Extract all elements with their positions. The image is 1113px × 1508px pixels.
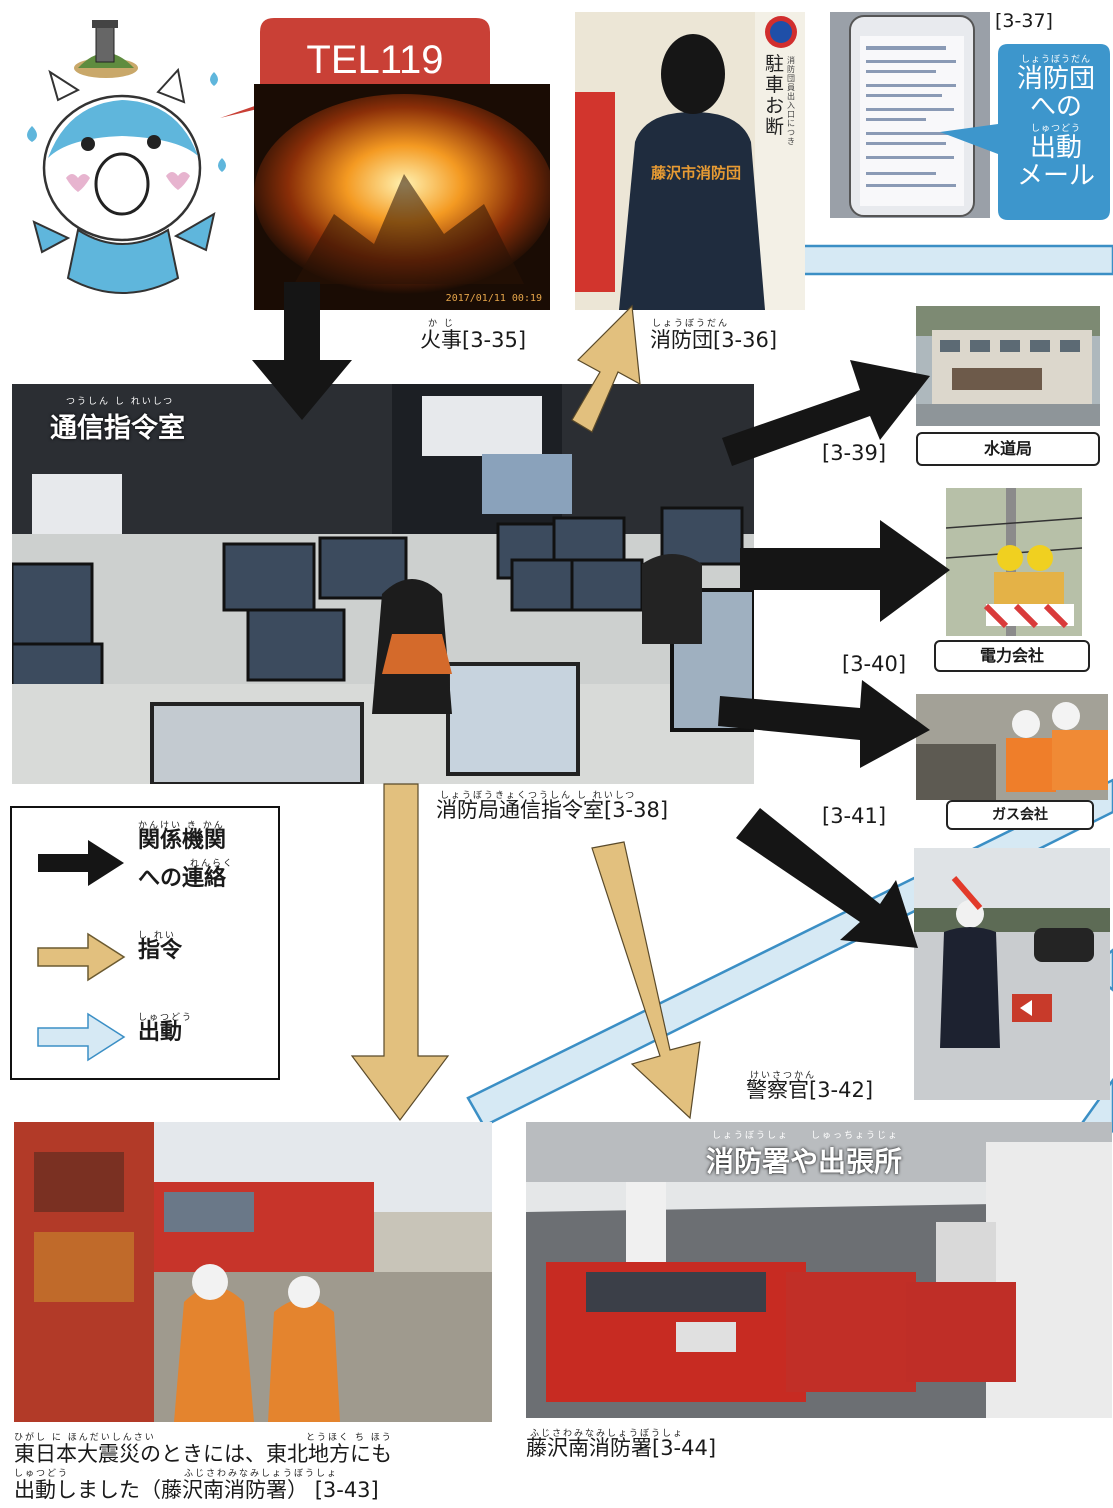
- fire-brigade-caption: 消防団[3-36]: [650, 330, 777, 351]
- fire-caption-ref: [3-35]: [462, 328, 527, 352]
- legend-dispatch-label: 出動: [138, 1020, 183, 1045]
- mail-bubble-line2: への: [1029, 92, 1082, 122]
- command-room-overlay: 通信指令室: [50, 413, 185, 444]
- fire-caption-ruby: か じ: [428, 319, 455, 329]
- gas-company-photo: [916, 694, 1108, 800]
- earthquake-caption-line2: 出動しました（藤沢南消防署） [3-43]: [14, 1478, 484, 1502]
- command-room-caption-ruby: しょうぼうきょくつうしん し れいしつ: [440, 791, 637, 801]
- legend-contact-ruby2: れんらく: [190, 859, 235, 869]
- fire-brigade-jacket-text: 藤沢市消防団: [650, 164, 741, 182]
- legend-contact-line2: への連絡: [138, 866, 227, 891]
- fire-brigade-caption-ruby: しょうぼうだん: [652, 319, 730, 329]
- earthquake-caption-ref: [3-43]: [314, 1478, 379, 1502]
- earthquake-caption-line2-ruby-b: ふじさわみなみしょうぼうしょ: [184, 1469, 339, 1479]
- mail-bubble-ruby: しょうぼうだん: [1020, 55, 1091, 65]
- gas-company-label: ガス会社: [946, 800, 1094, 830]
- arrow-command-to-station: [591, 841, 701, 1120]
- power-company-photo: [946, 488, 1082, 636]
- phone-ref: [3-37]: [995, 10, 1053, 32]
- police-caption-ruby: けいさつかん: [750, 1071, 817, 1081]
- legend: かんけい き かん 関係機関 れんらく への連絡 し れい 指令 しゅつどう 出…: [10, 806, 280, 1080]
- arrow-contact-police: [736, 808, 918, 948]
- station-caption: 藤沢南消防署[3-44]: [526, 1438, 716, 1459]
- legend-contact-arrow: [38, 840, 124, 886]
- water-bureau-photo: [916, 306, 1100, 426]
- arrow-command-to-brigade: [571, 304, 641, 433]
- police-photo: [914, 848, 1110, 1100]
- arrow-command-to-earthquake: [350, 783, 450, 1121]
- fire-photo: 2017/01/11 00:19: [254, 84, 550, 310]
- power-company-ref: [3-40]: [842, 652, 907, 676]
- mail-bubble-line3: 出動: [1029, 133, 1082, 163]
- station-overlay-ruby: しょうぼうしょ しゅっちょうじょ: [712, 1131, 900, 1141]
- station-caption-ref: [3-44]: [652, 1436, 717, 1460]
- police-caption-ref: [3-42]: [809, 1078, 874, 1102]
- arrow-call-to-command: [252, 282, 352, 420]
- arrow-contact-water: [722, 360, 930, 466]
- arrow-contact-gas: [718, 680, 930, 768]
- legend-contact-line1: 関係機関: [138, 828, 227, 853]
- earthquake-caption-line2-ruby-a: しゅつどう: [14, 1469, 70, 1479]
- water-bureau-ref: [3-39]: [822, 441, 887, 465]
- police-caption-text: 警察官: [746, 1078, 809, 1102]
- legend-command-arrow: [37, 932, 126, 982]
- fire-caption-text: 火事: [420, 328, 462, 352]
- fire-photo-timestamp: 2017/01/11 00:19: [445, 293, 542, 304]
- fire-brigade-caption-ref: [3-36]: [713, 328, 778, 352]
- earthquake-caption-line1-ruby-a: ひがし に ほんだいしんさい: [14, 1433, 156, 1443]
- command-room-caption-ref: [3-38]: [604, 798, 669, 822]
- earthquake-caption-line1-ruby-b: とうほく ち ほう: [306, 1433, 393, 1443]
- earthquake-caption: ひがし に ほんだいしんさい とうほく ち ほう 東日本大震災のときには、東北地…: [14, 1430, 484, 1502]
- gas-company-ref: [3-41]: [822, 804, 887, 828]
- earthquake-caption-line2-text: 出動しました（藤沢南消防署）: [14, 1478, 308, 1502]
- fire-brigade-photo: 藤沢市消防団 駐車お断 消防団員出入口につき: [575, 12, 805, 310]
- speech-bubble-text: TEL119: [306, 38, 444, 82]
- earthquake-caption-line1: 東日本大震災のときには、東北地方にも: [14, 1442, 392, 1466]
- legend-dispatch-arrow: [37, 1012, 126, 1062]
- mascot-illustration: [8, 8, 248, 308]
- station-caption-ruby: ふじさわみなみしょうぼうしょ: [530, 1429, 685, 1439]
- phone-photo: [830, 12, 990, 218]
- sign-subtext: 消防団員出入口につき: [787, 56, 795, 146]
- command-room-photo: つうしん し れいしつ 通信指令室: [12, 384, 754, 784]
- station-overlay: 消防署や出張所: [706, 1145, 903, 1178]
- sign-text: 駐車お断: [765, 53, 785, 138]
- earthquake-dispatch-photo: [14, 1122, 492, 1422]
- command-room-caption-text: 消防局通信指令室: [436, 798, 604, 822]
- mail-bubble: しょうぼうだん 消防団 への しゅつどう 出動 メール: [1004, 52, 1108, 190]
- legend-command-ruby: し れい: [138, 931, 176, 941]
- fire-station-photo: しょうぼうしょ しゅっちょうじょ 消防署や出張所: [526, 1122, 1112, 1418]
- legend-contact-ruby: かんけい き かん: [138, 821, 225, 831]
- station-caption-text: 藤沢南消防署: [526, 1436, 652, 1460]
- mail-bubble-line1: 消防団: [1016, 64, 1095, 94]
- arrow-contact-power: [740, 520, 950, 622]
- police-caption: 警察官[3-42]: [746, 1080, 873, 1101]
- legend-command-label: 指令: [138, 938, 183, 963]
- mail-bubble-shape: [940, 44, 1110, 220]
- command-room-caption: 消防局通信指令室[3-38]: [436, 800, 668, 821]
- power-company-label: 電力会社: [934, 640, 1090, 672]
- legend-dispatch-ruby: しゅつどう: [138, 1013, 194, 1023]
- mail-bubble-line4: メール: [1016, 161, 1095, 191]
- mail-bubble-ruby2: しゅつどう: [1030, 124, 1081, 134]
- water-bureau-label: 水道局: [916, 432, 1100, 466]
- command-room-overlay-ruby: つうしん し れいしつ: [66, 397, 175, 407]
- fire-brigade-caption-text: 消防団: [650, 328, 713, 352]
- fire-caption: 火事[3-35]: [420, 330, 526, 351]
